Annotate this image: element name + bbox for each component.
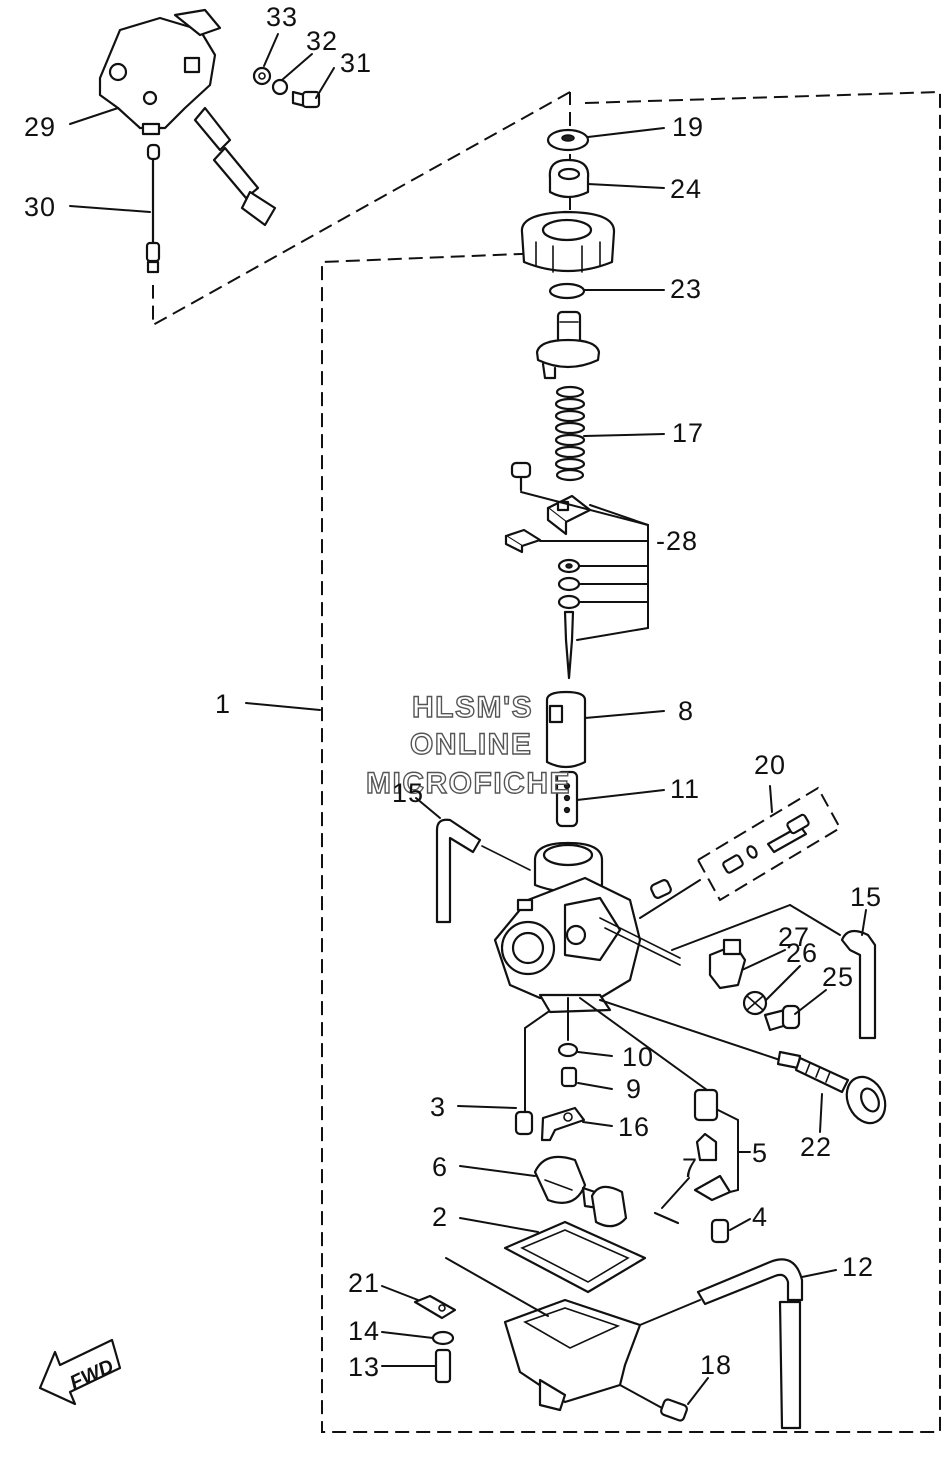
- callout-10: 10: [622, 1042, 654, 1072]
- callout-8: 8: [678, 696, 694, 726]
- screw-25: [763, 1004, 801, 1032]
- callout-2: 2: [432, 1202, 448, 1232]
- throttle-slide-8: [545, 690, 587, 769]
- callout-12: 12: [842, 1252, 874, 1282]
- callout-6: 6: [432, 1152, 448, 1182]
- callout-1: 1: [215, 689, 231, 719]
- drain-screw-18: [660, 1398, 688, 1422]
- float-6: [533, 1155, 628, 1228]
- main-jet-9: [560, 1066, 578, 1088]
- callout-17: 17: [672, 418, 704, 448]
- jet-parts: [514, 997, 579, 1136]
- drain-hose-12: [696, 1258, 804, 1430]
- callout-leaders: [69, 33, 867, 1405]
- callout-22: 22: [800, 1132, 832, 1162]
- callout-32: 32: [306, 26, 338, 56]
- callout-24: 24: [670, 174, 702, 204]
- o-ring-23: [548, 282, 586, 300]
- screw-13: [434, 1348, 452, 1384]
- callout-27: 27: [778, 922, 810, 952]
- callout-4: 4: [752, 1202, 768, 1232]
- washer-14: [431, 1330, 455, 1346]
- boot-24: [548, 158, 590, 199]
- cable-rod: [145, 143, 161, 274]
- callout-25: 25: [822, 962, 854, 992]
- watermark-line-2: ONLINE: [410, 728, 532, 761]
- throttle-stop-screw-22: [599, 999, 887, 1125]
- callout-18: 18: [700, 1350, 732, 1380]
- float-pin-7: [653, 1211, 680, 1225]
- needle-valve-5: [579, 997, 751, 1202]
- callout-33: 33: [266, 2, 298, 32]
- callout-3: 3: [430, 1092, 446, 1122]
- plug: [650, 879, 672, 899]
- callout-28: -28: [656, 526, 698, 556]
- washer-19: [546, 128, 590, 152]
- callout-15-left: 15: [392, 778, 424, 808]
- callout-13: 13: [348, 1352, 380, 1382]
- callout-11: 11: [670, 774, 700, 804]
- bracket-27: [671, 904, 841, 990]
- callout-21: 21: [348, 1268, 380, 1298]
- holder-16: [540, 1106, 586, 1142]
- throttle-valve-unit: [98, 8, 277, 227]
- watermark-line-1: HLSM'S: [412, 691, 533, 724]
- watermark: HLSM'S ONLINE MICROFICHE: [365, 690, 571, 800]
- pilot-jet-3: [514, 1110, 534, 1136]
- callout-30: 30: [24, 192, 56, 222]
- float-chamber: [445, 1257, 701, 1412]
- callout-16: 16: [618, 1112, 650, 1142]
- washer-26: [742, 990, 768, 1016]
- callout-15-right: 15: [850, 882, 882, 912]
- callout-19: 19: [672, 112, 704, 142]
- callout-7: 7: [682, 1153, 698, 1183]
- callout-31: 31: [340, 48, 372, 78]
- carburetor-body: [493, 841, 681, 1014]
- gasket-2: [503, 1220, 647, 1294]
- watermark-line-3: MICROFICHE: [366, 767, 571, 800]
- callout-labels: 1 2 3 4 5 6 7 8 9 10 11 12 13 14 15 15 1…: [24, 2, 882, 1382]
- clamp-21: [413, 1294, 457, 1320]
- screw-4: [710, 1218, 730, 1244]
- callout-29: 29: [24, 112, 56, 142]
- fwd-arrow-icon: FWD: [38, 1338, 122, 1406]
- callout-14: 14: [348, 1316, 380, 1346]
- top-cap: [520, 210, 616, 273]
- needle-retainer-group-28: [504, 461, 649, 680]
- spring-17: [554, 385, 586, 482]
- pilot-screw-set-20: [696, 786, 842, 902]
- washer-10: [557, 1042, 579, 1058]
- callout-23: 23: [670, 274, 702, 304]
- callout-9: 9: [626, 1074, 642, 1104]
- callout-5: 5: [752, 1138, 768, 1168]
- hose-15-left: [435, 818, 531, 924]
- small-hardware-31-33: [252, 66, 321, 109]
- cable-holder: [535, 310, 601, 380]
- callout-26: 26: [786, 938, 818, 968]
- callout-20: 20: [754, 750, 786, 780]
